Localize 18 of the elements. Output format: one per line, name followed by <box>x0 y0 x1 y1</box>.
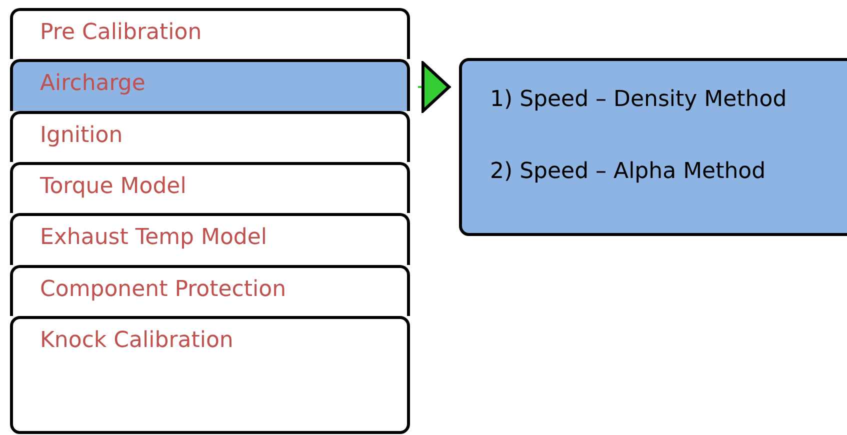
tab-label: Knock Calibration <box>40 328 234 353</box>
tab-panel <box>10 265 410 316</box>
tab-panel <box>10 8 410 59</box>
tab-label: Exhaust Temp Model <box>40 225 268 250</box>
tab-panel <box>10 316 410 434</box>
list-item: 1) Speed – Density Method <box>490 87 787 112</box>
tab-panel <box>10 59 410 111</box>
tab-label: Pre Calibration <box>40 20 202 45</box>
tab-label: Component Protection <box>40 277 286 302</box>
tab-label: Aircharge <box>40 71 146 96</box>
tab-label: Torque Model <box>40 174 186 199</box>
content-panel <box>459 58 847 236</box>
arrow <box>418 62 451 112</box>
tab-panel <box>10 213 410 265</box>
tab-panel <box>10 162 410 213</box>
tab-panel <box>10 111 410 162</box>
tab-label: Ignition <box>40 123 123 148</box>
list-item: 2) Speed – Alpha Method <box>490 159 766 184</box>
